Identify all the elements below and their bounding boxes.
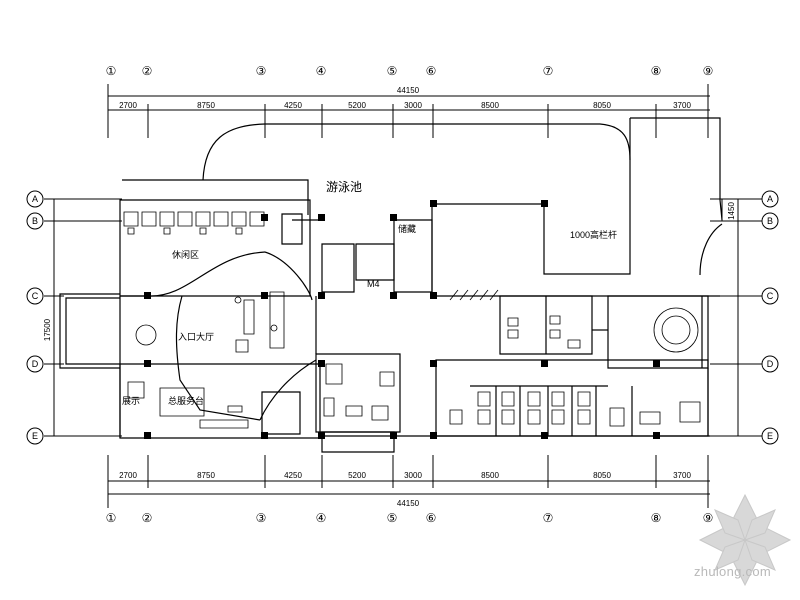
entrance-label: 入口大厅	[178, 331, 214, 342]
zhulong-logo-icon	[698, 493, 792, 587]
row-c-right: C	[767, 291, 774, 301]
grid-bubbles-top: ① ② ③ ④ ⑤ ⑥ ⑦ ⑧ ⑨	[106, 64, 714, 78]
dim-seg-6-top: 8500	[481, 101, 499, 110]
building-walls	[60, 118, 722, 452]
dim-seg-7-top: 8050	[593, 101, 611, 110]
grid-col-7-bottom: ⑦	[543, 511, 554, 525]
dim-seg-5-bottom: 3000	[404, 471, 422, 480]
dim-vertical-total: 17500	[43, 318, 52, 341]
grid-col-2-bottom: ②	[142, 511, 153, 525]
dim-seg-2-bottom: 8750	[197, 471, 215, 480]
grid-col-2-top: ②	[142, 64, 153, 78]
row-b-right: B	[767, 216, 773, 226]
row-e-right: E	[767, 431, 773, 441]
row-bubbles	[27, 191, 778, 444]
dimension-text-top: 44150 2700 8750 4250 5200 3000 8500 8050…	[119, 86, 691, 110]
lounge-label: 休闲区	[172, 249, 199, 260]
dim-seg-3-bottom: 4250	[284, 471, 302, 480]
dim-seg-1-top: 2700	[119, 101, 137, 110]
dim-vertical-top: 1450	[727, 202, 736, 220]
dim-seg-2-top: 8750	[197, 101, 215, 110]
row-axis-lines	[44, 199, 762, 436]
dimension-text-bottom: 2700 8750 4250 5200 3000 8500 8050 3700 …	[119, 471, 691, 508]
grid-col-1-top: ①	[106, 64, 117, 78]
grid-col-4-bottom: ④	[316, 511, 327, 525]
grid-bubbles-bottom: ① ② ③ ④ ⑤ ⑥ ⑦ ⑧ ⑨	[106, 511, 714, 525]
grid-col-8-top: ⑧	[651, 64, 662, 78]
row-c-left: C	[32, 291, 39, 301]
reception-label: 总服务台	[168, 395, 204, 406]
pool-label: 游泳池	[326, 180, 362, 194]
grid-col-9-bottom: ⑨	[703, 511, 714, 525]
dim-seg-3-top: 4250	[284, 101, 302, 110]
dim-seg-8-bottom: 3700	[673, 471, 691, 480]
grid-col-5-bottom: ⑤	[387, 511, 398, 525]
structural-columns	[144, 200, 660, 439]
row-a-right: A	[767, 194, 773, 204]
grid-col-3-bottom: ③	[256, 511, 267, 525]
railing-label: 1000高栏杆	[570, 229, 617, 240]
watermark-text: zhulong.com	[694, 564, 772, 579]
row-e-left: E	[32, 431, 38, 441]
display-label: 展示	[122, 396, 140, 406]
dim-total-top: 44150	[397, 86, 420, 95]
grid-col-6-top: ⑥	[426, 64, 437, 78]
row-a-left: A	[32, 194, 38, 204]
dim-seg-8-top: 3700	[673, 101, 691, 110]
row-d-left: D	[32, 359, 39, 369]
grid-col-1-bottom: ①	[106, 511, 117, 525]
row-d-right: D	[767, 359, 774, 369]
dim-seg-7-bottom: 8050	[593, 471, 611, 480]
lift-label: M4	[367, 279, 380, 289]
grid-col-4-top: ④	[316, 64, 327, 78]
grid-col-7-top: ⑦	[543, 64, 554, 78]
bottom-dimension-lines	[108, 455, 710, 508]
dim-seg-1-bottom: 2700	[119, 471, 137, 480]
grid-col-3-top: ③	[256, 64, 267, 78]
dim-total-bottom: 44150	[397, 499, 420, 508]
dim-seg-4-bottom: 5200	[348, 471, 366, 480]
dim-seg-5-top: 3000	[404, 101, 422, 110]
row-b-left: B	[32, 216, 38, 226]
top-dimension-lines	[108, 84, 710, 138]
grid-col-8-bottom: ⑧	[651, 511, 662, 525]
dim-seg-6-bottom: 8500	[481, 471, 499, 480]
dim-seg-4-top: 5200	[348, 101, 366, 110]
grid-col-9-top: ⑨	[703, 64, 714, 78]
grid-col-5-top: ⑤	[387, 64, 398, 78]
grid-col-6-bottom: ⑥	[426, 511, 437, 525]
row-bubble-labels: A B C D E A B C D E	[32, 194, 774, 441]
furniture	[124, 212, 700, 428]
storage-label: 储藏	[398, 223, 416, 234]
